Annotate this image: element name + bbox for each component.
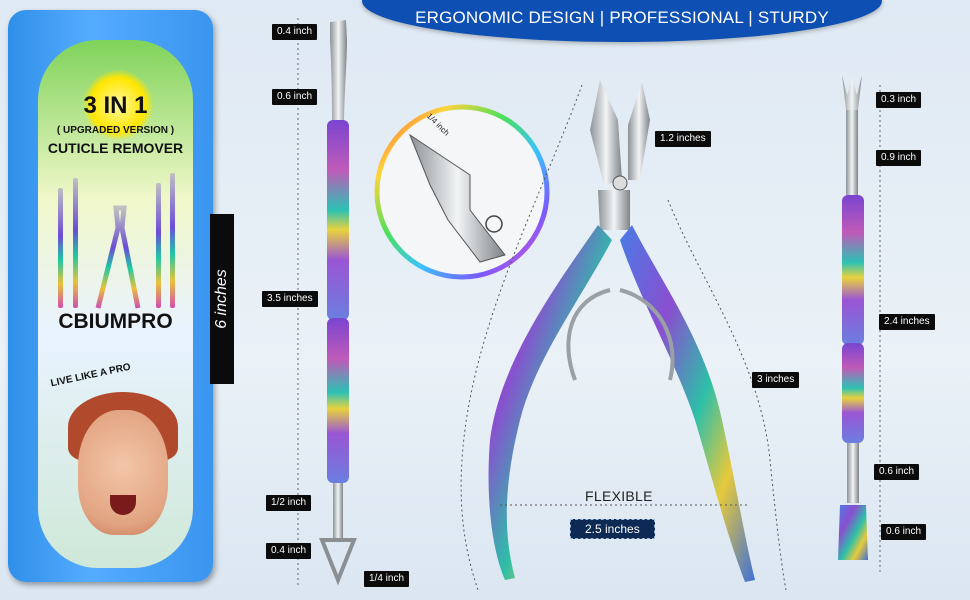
banner-title: ERGONOMIC DESIGN | PROFESSIONAL | STURDY [415, 8, 829, 27]
left-tip-width-label: 0.4 inch [272, 24, 318, 40]
tip-detail-inset [374, 104, 550, 280]
package-tools-illustration [58, 173, 175, 309]
right-neck-length-label: 0.9 inch [876, 150, 922, 166]
package-brand: CBIUMPRO [58, 310, 173, 333]
right-blade-label: 0.6 inch [881, 524, 927, 540]
right-lower-neck-label: 0.6 inch [874, 464, 920, 480]
overall-length-label: 6 inches [210, 214, 234, 384]
nipper-handle-length-label: 3 inches [752, 372, 800, 388]
right-tip-width-label: 0.3 inch [876, 92, 922, 108]
left-tip-length-label: 0.6 inch [272, 89, 318, 105]
left-handle-length-label: 3.5 inches [262, 291, 318, 307]
left-neck-length-label: 1/2 inch [266, 495, 312, 511]
package-headline: 3 IN 1 [83, 92, 148, 119]
right-handle-length-label: 2.4 inches [879, 314, 935, 330]
left-blade-length-label: 0.4 inch [266, 543, 312, 559]
sun-burst-graphic [83, 70, 153, 140]
left-cuticle-pusher [297, 18, 357, 586]
model-mouth [110, 495, 136, 515]
cuticle-nipper [460, 80, 787, 591]
right-cuticle-pusher [838, 75, 881, 575]
package-card: 3 IN 1 ( UPGRADED VERSION ) CUTICLE REMO… [38, 40, 193, 568]
nipper-jaw-length-label: 1.2 inches [655, 131, 711, 147]
left-blade-width-label: 1/4 inch [364, 571, 410, 587]
nipper-spread-label: 2.5 inches [570, 519, 655, 539]
package-subheadline: ( UPGRADED VERSION ) [56, 125, 175, 136]
package-product-name: CUTICLE REMOVER [47, 140, 184, 156]
nipper-flexible-label: FLEXIBLE [585, 488, 653, 504]
